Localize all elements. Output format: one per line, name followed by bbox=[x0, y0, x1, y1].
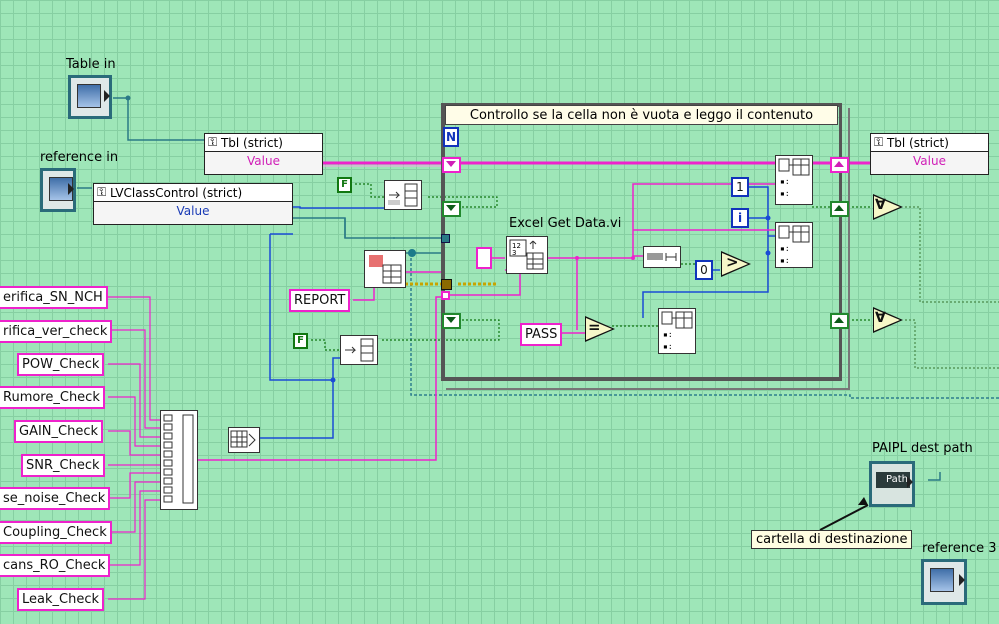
zero-constant[interactable]: 0 bbox=[695, 260, 713, 280]
svg-text:▪:: ▪: bbox=[780, 189, 790, 198]
key-icon: ⚿ bbox=[97, 185, 110, 199]
key-icon: ⚿ bbox=[874, 135, 887, 149]
tbl-right-class-label: Tbl (strict) bbox=[886, 135, 949, 150]
empty-string-constant[interactable] bbox=[476, 247, 492, 269]
path-constant-text: Path bbox=[886, 474, 908, 485]
svg-text:▪:: ▪: bbox=[780, 177, 790, 186]
svg-text:▪:: ▪: bbox=[663, 342, 673, 351]
for-loop-shadow bbox=[446, 108, 850, 390]
check-item-0[interactable]: erifica_SN_NCH bbox=[0, 286, 108, 309]
output-arrow-icon bbox=[104, 90, 110, 102]
greater-than-function[interactable] bbox=[721, 251, 751, 277]
check-item-8[interactable]: cans_RO_Check bbox=[0, 554, 111, 577]
reference-in-terminal[interactable] bbox=[40, 168, 76, 212]
build-array-function[interactable] bbox=[160, 410, 198, 510]
report-constant[interactable]: REPORT bbox=[289, 289, 351, 312]
check-item-4[interactable]: GAIN_Check bbox=[14, 420, 104, 443]
loop-count-terminal[interactable]: N bbox=[443, 127, 459, 147]
check-item-9[interactable]: Leak_Check bbox=[17, 588, 104, 611]
replace-subset-function-bottom[interactable]: ▪: ▪: bbox=[658, 308, 696, 354]
array-to-spreadsheet-function[interactable] bbox=[228, 427, 260, 453]
shift-register-right-bool-bottom[interactable] bbox=[830, 313, 849, 329]
table-in-icon bbox=[77, 84, 101, 108]
equal-symbol: = bbox=[588, 318, 601, 336]
lvclass-value-property[interactable]: Value bbox=[176, 203, 210, 218]
table-in-terminal[interactable] bbox=[68, 75, 112, 119]
check-item-7[interactable]: Coupling_Check bbox=[0, 521, 112, 544]
svg-text:▪:: ▪: bbox=[780, 256, 790, 265]
replace-subset-function-middle[interactable]: ▪: ▪: bbox=[775, 222, 813, 268]
tbl-class-label: Tbl (strict) bbox=[220, 135, 283, 150]
pass-constant[interactable]: PASS bbox=[520, 323, 563, 346]
or-array-elements-top[interactable] bbox=[873, 194, 903, 220]
one-constant[interactable]: 1 bbox=[731, 177, 749, 197]
greater-than-symbol: > bbox=[726, 253, 739, 271]
output-arrow-icon bbox=[959, 574, 965, 586]
or-symbol-top: ∀ bbox=[875, 197, 886, 213]
check-item-1[interactable]: rifica_ver_check bbox=[0, 320, 113, 343]
tunnel-refnum bbox=[441, 234, 450, 243]
check-item-2[interactable]: POW_Check bbox=[17, 353, 105, 376]
svg-text:3: 3 bbox=[512, 249, 516, 257]
check-item-5[interactable]: SNR_Check bbox=[21, 454, 105, 477]
shift-register-left-string[interactable] bbox=[442, 157, 461, 173]
string-length-function[interactable] bbox=[643, 246, 681, 268]
false-constant-bottom[interactable]: F bbox=[293, 333, 308, 349]
input-arrow-icon bbox=[907, 476, 913, 488]
for-loop-comment: Controllo se la cella non è vuota e legg… bbox=[445, 105, 838, 125]
lvclass-class-label: LVClassControl (strict) bbox=[109, 185, 243, 200]
svg-text:▪:: ▪: bbox=[663, 330, 673, 339]
reference-3-label: reference 3 bbox=[922, 541, 997, 556]
shift-register-right-bool-top[interactable] bbox=[830, 201, 849, 217]
reference-3-terminal[interactable] bbox=[921, 559, 967, 605]
or-symbol-bottom: ∀ bbox=[875, 310, 886, 326]
key-icon: ⚿ bbox=[208, 135, 221, 149]
shift-register-right-string[interactable] bbox=[830, 157, 849, 173]
tunnel-string-index bbox=[441, 291, 450, 300]
check-item-6[interactable]: se_noise_Check bbox=[0, 487, 111, 510]
tbl-property-node-left[interactable]: ⚿ Tbl (strict) Value bbox=[204, 133, 323, 175]
or-array-elements-bottom[interactable] bbox=[873, 307, 903, 333]
path-icon: Path bbox=[876, 472, 910, 488]
lvclass-property-node[interactable]: ⚿ LVClassControl (strict) Value bbox=[93, 183, 293, 225]
equal-function[interactable] bbox=[585, 316, 615, 342]
shift-register-left-bool-top[interactable] bbox=[442, 201, 461, 217]
svg-text:▪:: ▪: bbox=[780, 244, 790, 253]
shift-register-left-bool-bottom[interactable] bbox=[442, 313, 461, 329]
destination-folder-comment: cartella di destinazione bbox=[751, 530, 913, 549]
tbl-right-value-property[interactable]: Value bbox=[913, 153, 946, 168]
excel-report-function[interactable] bbox=[364, 250, 406, 288]
reference-in-label: reference in bbox=[40, 150, 119, 165]
tunnel-excel-data bbox=[441, 279, 452, 290]
replace-subset-function-top[interactable]: ▪: ▪: bbox=[775, 155, 813, 205]
svg-text:12: 12 bbox=[512, 242, 521, 250]
paipl-dest-path-terminal[interactable]: Path bbox=[869, 461, 915, 507]
table-in-label: Table in bbox=[66, 57, 116, 72]
check-item-3[interactable]: Rumore_Check bbox=[0, 386, 105, 409]
reference-3-icon bbox=[930, 568, 954, 592]
iteration-terminal: i bbox=[731, 208, 749, 228]
output-arrow-icon bbox=[68, 183, 74, 195]
array-size-function-top[interactable] bbox=[384, 180, 422, 210]
array-size-function-bottom[interactable] bbox=[340, 335, 378, 365]
excel-get-data-label: Excel Get Data.vi bbox=[509, 216, 622, 231]
false-constant-top[interactable]: F bbox=[337, 177, 352, 193]
paipl-dest-path-label: PAIPL dest path bbox=[872, 441, 973, 456]
tbl-property-node-right[interactable]: ⚿ Tbl (strict) Value bbox=[870, 133, 989, 175]
tbl-value-property[interactable]: Value bbox=[247, 153, 280, 168]
